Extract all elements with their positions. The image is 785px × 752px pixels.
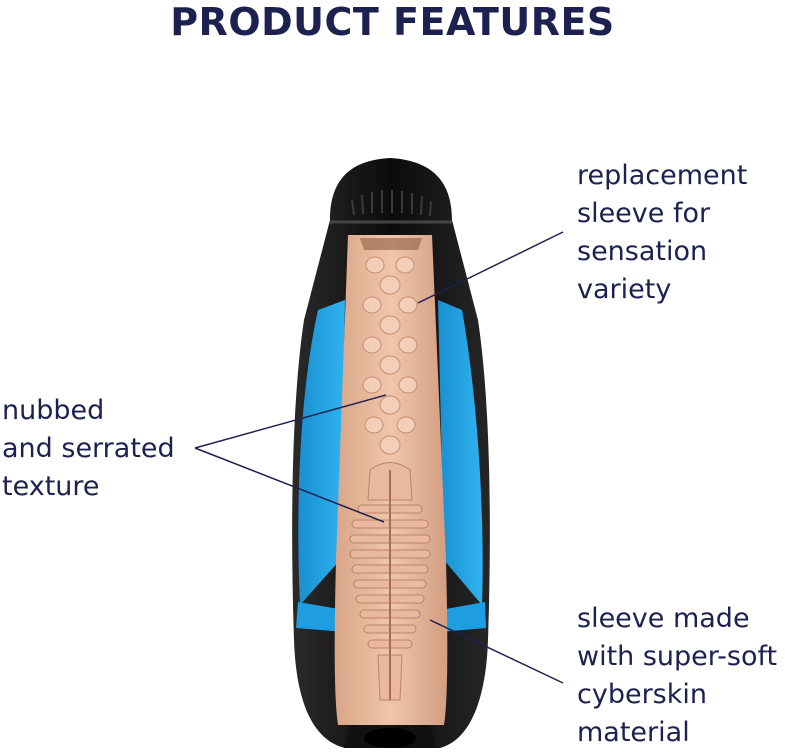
callout-line: texture [2,471,100,502]
right-blue-panel [438,300,483,605]
callout-replacement-sleeve: replacement sleeve for sensation variety [577,157,747,309]
callout-line: material [577,717,690,748]
callout-line: with super-soft [577,641,778,672]
callout-cyberskin-material: sleeve made with super-soft cyberskin ma… [577,600,777,752]
left-blue-panel [298,300,345,605]
callout-lines [194,231,564,684]
sleeve-nubs [362,256,418,455]
callout-line: sleeve made [577,603,750,634]
lower-blue-band [296,602,345,632]
callout-line: variety [577,274,672,305]
callout-texture: nubbed and serrated texture [2,392,175,506]
callout-line: cyberskin [577,679,707,710]
cap-ridges [351,190,432,217]
callout-line: nubbed [2,395,105,426]
callout-line: sleeve for [577,198,711,229]
callout-line: replacement [577,160,748,191]
callout-line: and serrated [2,433,175,464]
page-title: PRODUCT FEATURES [170,0,615,44]
callout-line: sensation [577,236,708,267]
